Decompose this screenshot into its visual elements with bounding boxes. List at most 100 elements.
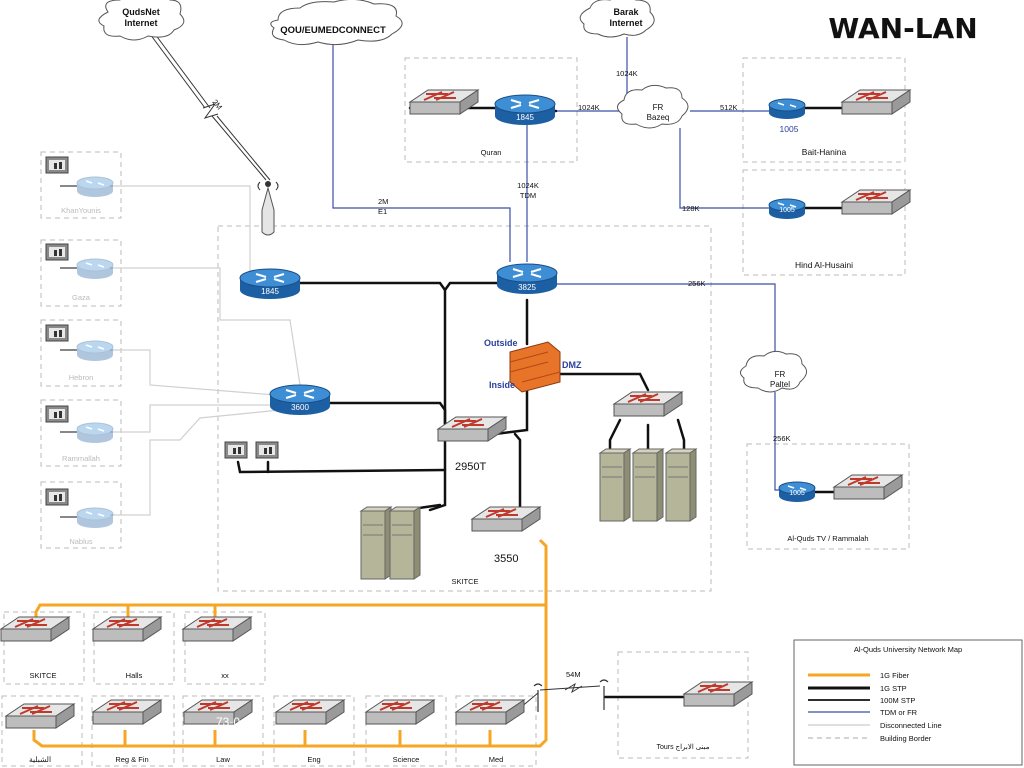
page-title: WAN-LAN (828, 12, 977, 45)
link-label: TDM (520, 191, 536, 200)
router-label: 1005 (779, 207, 795, 214)
building-label: Nablus (69, 537, 93, 546)
building-label: Al-Quds TV / Rammalah (787, 534, 868, 543)
switch-3550 (471, 506, 541, 532)
legend-item: 100M STP (880, 696, 915, 705)
cloud-label: Internet (124, 18, 157, 28)
campus-label: xx (221, 671, 229, 680)
firewall-inside-label: Inside (489, 380, 515, 390)
campus-label: Science (393, 755, 420, 764)
switch-campus-med (455, 699, 525, 725)
router-label: 1845 (261, 287, 279, 296)
cloud-label: Bazeq (647, 113, 670, 122)
server-dmz-1 (599, 448, 631, 522)
pc-rammalah (45, 405, 69, 423)
switch-tv (833, 474, 903, 500)
building-label: KhanYounis (61, 206, 101, 215)
router-nablus (76, 507, 114, 529)
switch-hh (841, 189, 911, 215)
fr-paltel-cloud (740, 350, 807, 393)
fr-bazeq-cloud (617, 84, 689, 129)
building-label: Gaza (72, 293, 91, 302)
building-label: Hebron (69, 373, 94, 382)
pc-skitce-2 (255, 441, 279, 459)
switch-label: 3550 (494, 553, 518, 565)
campus-label: SKITCE (29, 671, 56, 680)
building-label: Tours مبنى الابراج (656, 743, 709, 751)
switch-campus-regfin (92, 699, 162, 725)
switch-campus-skitce (0, 616, 70, 642)
legend-item: 1G Fiber (880, 671, 910, 680)
legend-item: Disconnected Line (880, 721, 942, 730)
qudsnet-cloud (98, 0, 185, 41)
router-label: 3825 (518, 283, 536, 292)
switch-campus-halls (92, 616, 162, 642)
campus-label: Reg & Fin (115, 755, 148, 764)
building-label: SKITCE (451, 577, 478, 586)
legend: Al-Quds University Network Map 1G Fiber … (793, 639, 1023, 766)
link-label: 256K (688, 279, 706, 288)
firewall-dmz-label: DMZ (562, 360, 582, 370)
router-label: 1005 (780, 124, 799, 134)
router-label: 3600 (291, 403, 309, 412)
campus-label: الشبلية (29, 755, 51, 764)
legend-item: Building Border (880, 734, 932, 743)
antenna-tours (599, 679, 609, 710)
router-label: 1005 (789, 490, 805, 497)
link-label: 2M (378, 197, 388, 206)
link-label: E1 (378, 207, 387, 216)
router-label: 1845 (516, 113, 534, 122)
qou-cloud (270, 0, 403, 46)
router-rammalah (76, 422, 114, 444)
cloud-label: FR (653, 103, 664, 112)
server-dmz-2 (632, 448, 664, 522)
campus-label: Law (216, 755, 230, 764)
building-label: Quran (481, 148, 502, 157)
campus-label: Eng (307, 755, 320, 764)
pc-nablus (45, 488, 69, 506)
switch-quran (409, 89, 479, 115)
link-label: 256K (773, 434, 791, 443)
switch-dmz (613, 391, 683, 417)
router-hebron (76, 340, 114, 362)
switch-tours (683, 681, 753, 707)
campus-label: Halls (126, 671, 143, 680)
switch-bh (841, 89, 911, 115)
cloud-label: Barak (613, 7, 639, 17)
server-skitce-1 (360, 506, 392, 580)
pc-skitce-1 (224, 441, 248, 459)
cloud-label: Paltel (770, 380, 790, 389)
campus-label: Med (489, 755, 504, 764)
antenna-icon (257, 181, 279, 236)
building-label: Hind Al-Husaini (795, 260, 853, 270)
cloud-label: QudsNet (122, 7, 160, 17)
pc-hebron (45, 324, 69, 342)
switch-campus-shibliya (5, 703, 75, 729)
firewall-outside-label: Outside (484, 338, 518, 348)
antenna-med (533, 683, 543, 712)
cloud-label: QOU/EUMEDCONNECT (280, 25, 386, 36)
link-label: 128K (682, 204, 700, 213)
cloud-label: FR (775, 370, 786, 379)
link-label: 1024K (578, 103, 600, 112)
cloud-label: Internet (609, 18, 642, 28)
router-gaza (76, 258, 114, 280)
switch-campus-science (365, 699, 435, 725)
server-skitce-2 (389, 506, 421, 580)
switch-label: 2950T (455, 461, 486, 473)
switch-campus-eng (275, 699, 345, 725)
link-label: 1024K (616, 69, 638, 78)
switch-campus-xx (182, 616, 252, 642)
building-label: Bait-Hanina (802, 147, 847, 157)
building-label: Rammallah (62, 454, 100, 463)
switch-2950t (437, 416, 507, 442)
router-khanyounis (76, 176, 114, 198)
barak-cloud (579, 0, 655, 38)
link-label: 512K (720, 103, 738, 112)
legend-item: 1G STP (880, 684, 907, 693)
router-1005-bh (768, 98, 806, 120)
server-dmz-3 (665, 448, 697, 522)
pc-khanyounis (45, 156, 69, 174)
link-label: 54M (566, 670, 581, 679)
